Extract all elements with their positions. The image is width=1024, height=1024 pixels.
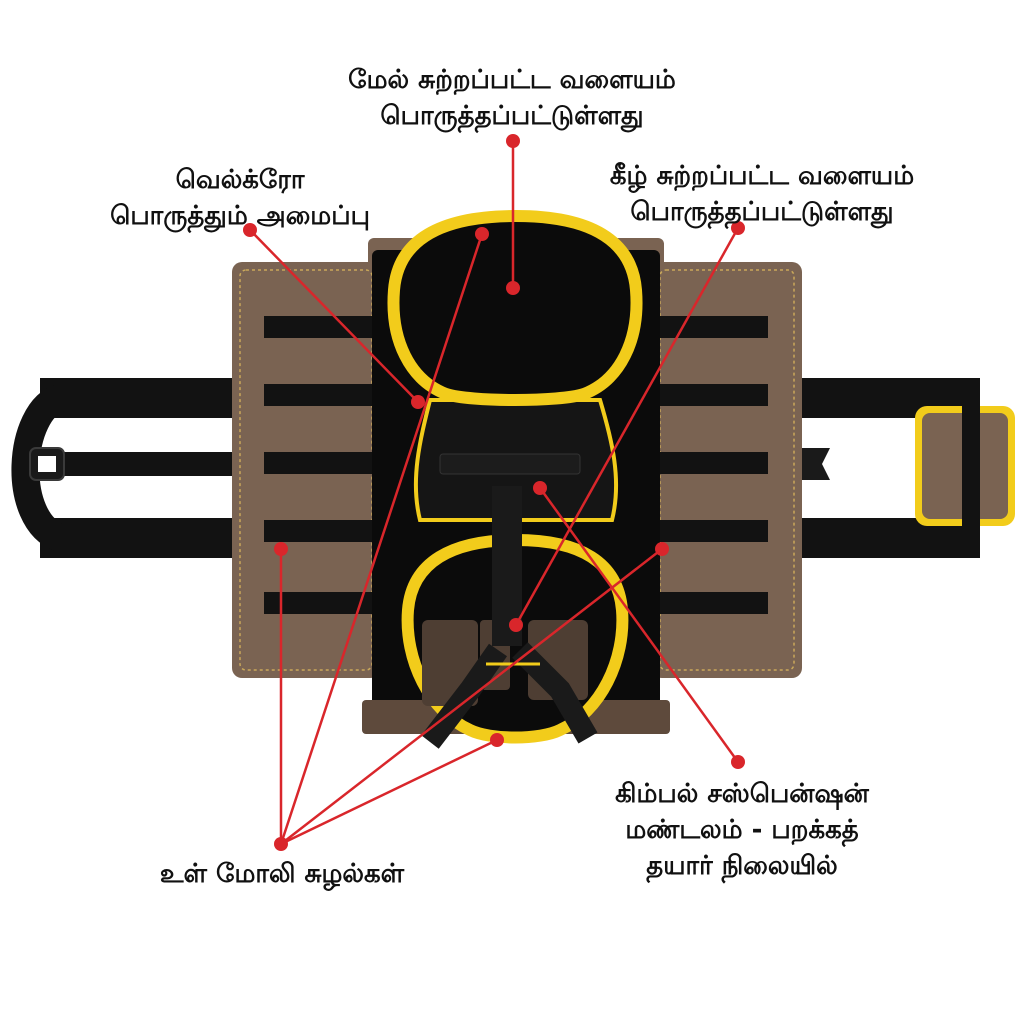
velcro-label: வெல்க்ரோ பொருத்தும் அமைப்பு [80,162,400,234]
velcro-label-line1: வெல்க்ரோ [175,165,305,195]
gimbal-zone-label-line2: மண்டலம் - பறக்கத் [625,815,859,845]
callout-dots [243,134,745,851]
gimbal-harness [421,486,598,749]
lower-ring-label-line2: பொருத்தப்பட்டுள்ளது [630,197,894,227]
velcro-strap [439,453,581,475]
left-flap [232,262,380,678]
molle-loops-label-line1: உள் மோலி சுழல்கள் [159,859,405,889]
upper-ring-label-line2: பொருத்தப்பட்டுள்ளது [380,101,644,131]
lower-ring-label-line1: கீழ் சுற்றப்பட்ட வளையம் [609,161,915,191]
left-side-straps [11,378,260,558]
lower-ring-label: கீழ் சுற்றப்பட்ட வளையம் பொருத்தப்பட்டுள்… [572,158,952,230]
right-strap-pad [915,396,1015,536]
gimbal-zone-label-line3: தயார் நிலையில் [646,851,838,881]
molle-loops-label: உள் மோலி சுழல்கள் [112,856,452,892]
gimbal-zone-label: கிம்பல் சஸ்பென்ஷன் மண்டலம் - பறக்கத் தயா… [572,776,912,884]
velcro-label-line2: பொருத்தும் அமைப்பு [110,201,370,231]
right-flap [652,262,802,678]
upper-ring [387,209,643,406]
upper-ring-label: மேல் சுற்றப்பட்ட வளையம் பொருத்தப்பட்டுள்… [312,62,712,134]
gimbal-zone-label-line1: கிம்பல் சஸ்பென்ஷன் [615,779,869,809]
upper-ring-label-line1: மேல் சுற்றப்பட்ட வளையம் [348,65,676,95]
side-clip-icon [796,448,830,480]
buckle-icon [29,447,65,481]
callout-lines [249,141,740,846]
